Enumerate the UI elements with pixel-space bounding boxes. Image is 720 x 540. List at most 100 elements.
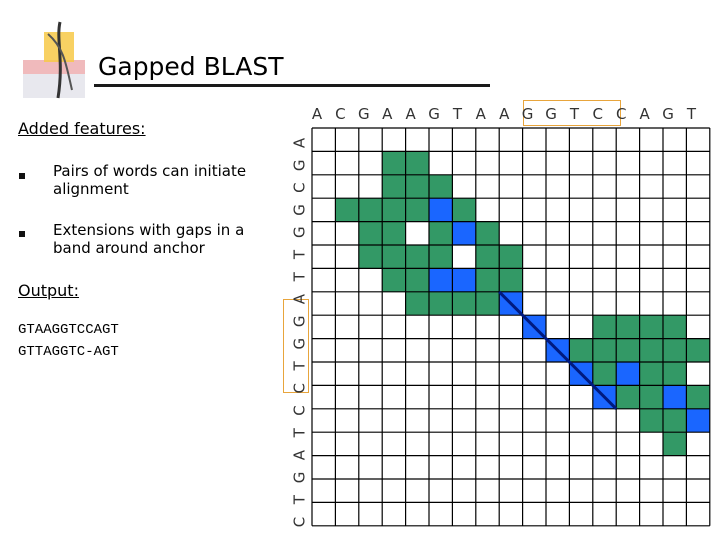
green-cell	[429, 291, 453, 316]
left-sequence-highlight	[283, 299, 309, 393]
top-sequence-letter: A	[499, 105, 510, 123]
top-sequence-letter: G	[522, 105, 534, 123]
green-cell	[382, 245, 406, 269]
top-sequence-letter: C	[616, 105, 626, 123]
left-sequence-letter: T	[291, 361, 309, 372]
green-cell	[663, 315, 687, 339]
green-cell	[429, 221, 453, 245]
green-cell	[382, 174, 406, 199]
green-cell	[616, 385, 640, 409]
green-cell	[639, 408, 663, 433]
green-cell	[639, 362, 663, 386]
blue-cell	[452, 268, 476, 292]
feature-item-1: Pairs of words can initiate alignment	[53, 162, 247, 198]
left-sequence-letter: A	[291, 449, 309, 460]
left-sequence-letter: G	[291, 316, 309, 328]
green-cell	[569, 338, 593, 362]
left-sequence-letter: T	[291, 271, 309, 282]
features-heading: Added features:	[18, 119, 146, 138]
green-cell	[475, 268, 500, 292]
green-cell	[452, 291, 476, 316]
left-sequence-letter: G	[291, 472, 309, 484]
output-heading: Output:	[18, 281, 79, 300]
left-sequence-letter: C	[291, 405, 309, 415]
blue-cell	[429, 268, 453, 292]
left-sequence-letter: C	[291, 182, 309, 192]
top-sequence-letter: A	[312, 105, 323, 123]
green-cell	[405, 151, 429, 175]
green-cell	[663, 408, 687, 433]
top-sequence-letter: C	[335, 105, 345, 123]
blue-cell	[686, 408, 710, 433]
green-cell	[382, 221, 406, 245]
green-cell	[405, 198, 429, 222]
left-sequence-letter: G	[291, 338, 309, 350]
top-sequence-letter: A	[476, 105, 487, 123]
green-cell	[429, 245, 453, 269]
top-sequence-letter: A	[405, 105, 416, 123]
green-cell	[382, 198, 406, 222]
slide-title: Gapped BLAST	[98, 52, 284, 81]
green-cell	[382, 268, 406, 292]
green-cell	[358, 198, 383, 222]
blue-cell	[429, 198, 453, 222]
green-cell	[616, 315, 640, 339]
left-sequence-letter: T	[291, 427, 309, 438]
green-cell	[639, 385, 663, 409]
green-cell	[639, 315, 663, 339]
top-sequence-letter: G	[545, 105, 557, 123]
green-cell	[639, 338, 663, 362]
blue-cell	[452, 221, 476, 245]
left-sequence-letter: C	[291, 517, 309, 527]
green-cell	[499, 268, 523, 292]
green-cell	[335, 198, 359, 222]
green-cell	[499, 245, 523, 269]
left-sequence-letter: G	[291, 204, 309, 216]
green-cell	[475, 221, 500, 245]
green-cell	[592, 362, 617, 386]
left-sequence-letter: G	[291, 226, 309, 238]
green-cell	[686, 385, 710, 409]
green-cell	[405, 245, 429, 269]
top-sequence-highlight	[523, 100, 621, 126]
green-cell	[429, 174, 453, 199]
green-cell	[592, 315, 617, 339]
feature-item-2: Extensions with gaps in a band around an…	[53, 221, 245, 257]
top-sequence-letter: A	[639, 105, 650, 123]
top-sequence-letter: A	[382, 105, 393, 123]
green-cell	[452, 198, 476, 222]
green-cell	[592, 338, 617, 362]
green-cell	[358, 245, 383, 269]
left-sequence-letter: C	[291, 383, 309, 393]
green-cell	[616, 338, 640, 362]
bullet-marker	[19, 231, 25, 237]
left-sequence-letter: T	[291, 249, 309, 260]
anchor-diagonal-line	[498, 290, 618, 410]
blue-cell	[616, 362, 640, 386]
bullet-marker	[19, 173, 25, 179]
green-cell	[405, 268, 429, 292]
green-cell	[663, 362, 687, 386]
green-cell	[358, 221, 383, 245]
left-sequence-letter: G	[291, 159, 309, 171]
left-sequence-letter: A	[291, 137, 309, 148]
top-sequence-letter: T	[452, 105, 463, 123]
top-sequence-letter: G	[662, 105, 674, 123]
top-sequence-letter: C	[593, 105, 603, 123]
green-cell	[663, 338, 687, 362]
top-sequence-letter: T	[686, 105, 697, 123]
slide-logo	[23, 21, 85, 99]
left-sequence-letter: A	[291, 293, 309, 304]
green-cell	[475, 291, 500, 316]
top-sequence-letter: T	[569, 105, 580, 123]
alignment-line-2: GTTAGGTC-AGT	[18, 344, 119, 360]
title-divider	[94, 84, 490, 87]
green-cell	[405, 291, 429, 316]
alignment-line-1: GTAAGGTCCAGT	[18, 322, 119, 338]
left-sequence-letter: T	[291, 494, 309, 505]
blue-cell	[663, 385, 687, 409]
green-cell	[475, 245, 500, 269]
green-cell	[382, 151, 406, 175]
top-sequence-letter: G	[428, 105, 440, 123]
